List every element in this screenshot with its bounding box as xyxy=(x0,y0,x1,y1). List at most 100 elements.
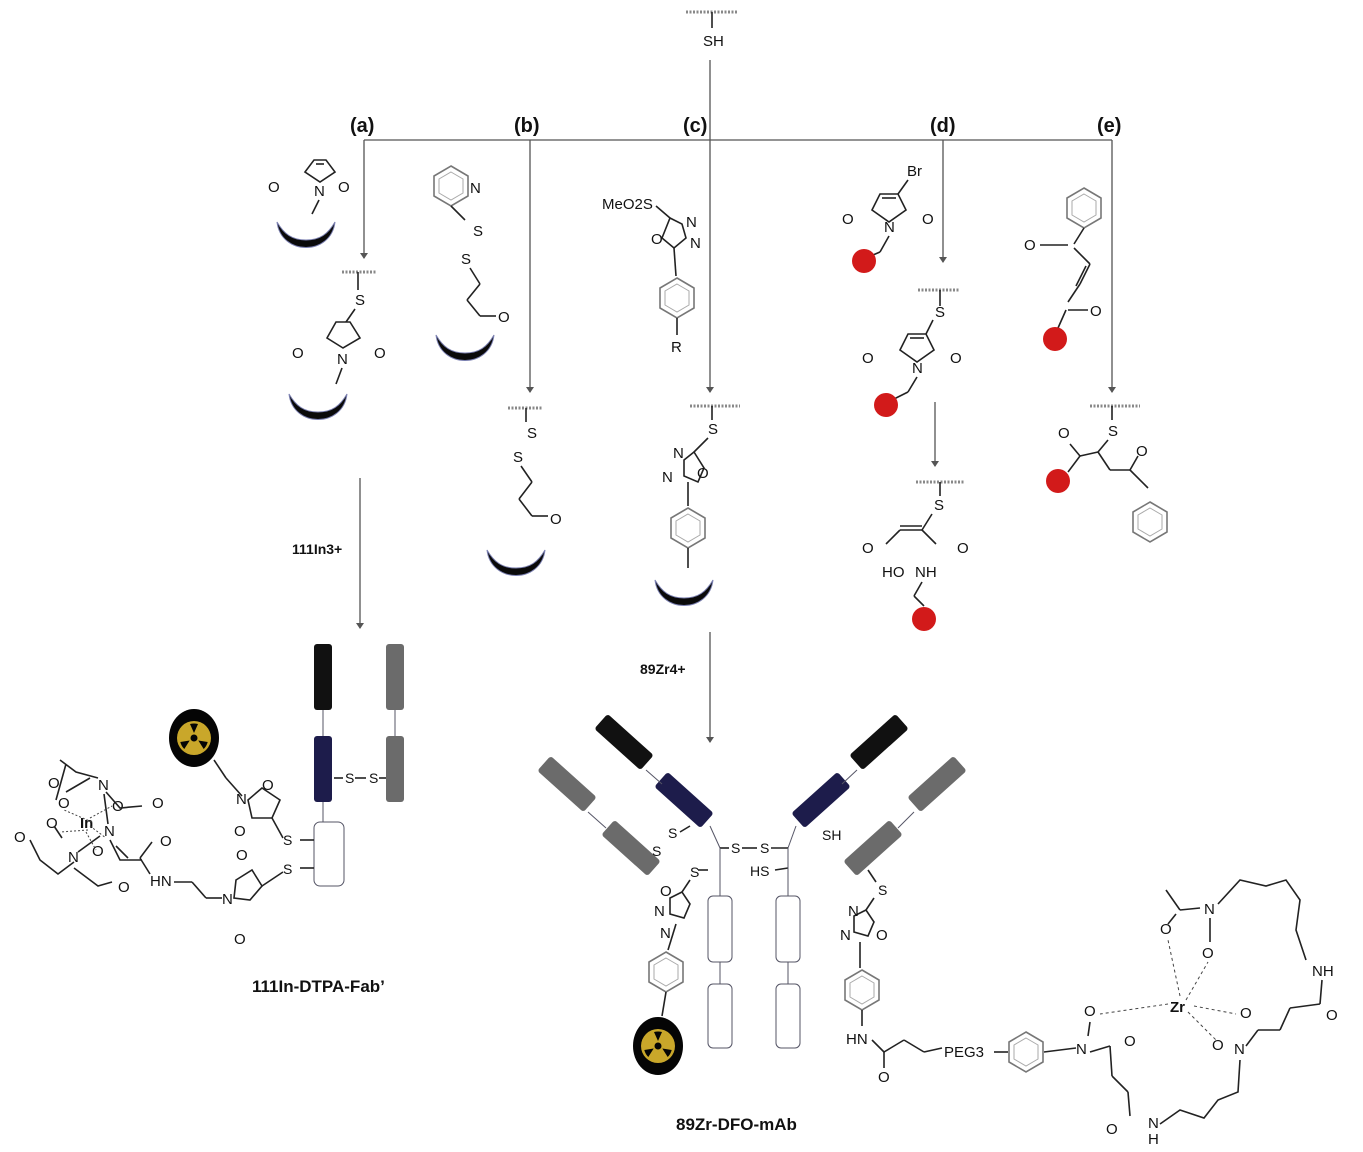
svg-text:O: O xyxy=(268,179,280,196)
fab-fragment-icon xyxy=(654,579,714,606)
svg-text:N: N xyxy=(673,445,684,462)
pathway-d-label: (d) xyxy=(930,115,956,137)
disulfide-adduct: S S O xyxy=(486,406,562,576)
svg-text:S: S xyxy=(690,864,699,880)
svg-text:HN: HN xyxy=(846,1031,868,1048)
svg-text:S: S xyxy=(731,840,740,856)
heavy-chain-constant-domain xyxy=(314,736,332,802)
fc-ch2-domain xyxy=(707,895,733,963)
svg-text:O: O xyxy=(338,179,350,196)
indium-ion-label: 111In3+ xyxy=(292,541,342,557)
svg-text:O: O xyxy=(862,540,874,557)
svg-text:O: O xyxy=(957,540,969,557)
pathway-e-label: (e) xyxy=(1097,115,1121,137)
svg-text:N: N xyxy=(848,903,859,920)
svg-text:O: O xyxy=(292,345,304,362)
svg-text:S: S xyxy=(878,882,887,898)
svg-text:N: N xyxy=(840,927,851,944)
peg-linker-label: PEG3 xyxy=(944,1044,984,1061)
payload-sphere xyxy=(912,607,936,631)
svg-text:N: N xyxy=(662,469,673,486)
svg-text:O: O xyxy=(374,345,386,362)
mab-product-label: 89Zr-DFO-mAb xyxy=(676,1115,797,1134)
svg-text:O: O xyxy=(234,931,246,948)
svg-text:S: S xyxy=(369,770,378,786)
svg-text:H: H xyxy=(1148,1131,1159,1148)
svg-text:O: O xyxy=(152,795,164,812)
svg-text:O: O xyxy=(48,775,60,792)
fc-ch3-domain xyxy=(707,983,733,1049)
svg-text:N: N xyxy=(1148,1115,1159,1132)
fab-fragment-icon xyxy=(288,393,348,420)
svg-text:N: N xyxy=(912,360,923,377)
svg-text:O: O xyxy=(58,795,70,812)
light-chain-constant-domain xyxy=(602,821,660,875)
svg-text:N: N xyxy=(68,849,79,866)
payload-sphere xyxy=(1043,327,1067,351)
heavy-chain-constant-domain xyxy=(655,773,713,827)
light-chain-variable-domain xyxy=(538,757,596,811)
svg-text:O: O xyxy=(1124,1033,1136,1050)
sulfonyl-label: MeO2S xyxy=(602,196,653,213)
svg-text:O: O xyxy=(262,777,274,794)
maleimide-reagent: O O N xyxy=(268,159,350,248)
hinge-fragment xyxy=(313,821,345,887)
svg-text:O: O xyxy=(550,511,562,528)
svg-text:S: S xyxy=(513,449,523,466)
svg-text:O: O xyxy=(498,309,510,326)
svg-text:O: O xyxy=(950,350,962,367)
zirconium-ion-label: 89Zr4+ xyxy=(640,661,686,677)
heavy-chain-variable-domain xyxy=(850,715,908,769)
svg-text:O: O xyxy=(876,927,888,944)
svg-text:N: N xyxy=(236,791,247,808)
svg-text:SH: SH xyxy=(822,827,841,843)
svg-text:O: O xyxy=(660,883,672,900)
svg-text:NH: NH xyxy=(1312,963,1334,980)
svg-text:N: N xyxy=(660,925,671,942)
pathway-c-label: (c) xyxy=(683,115,707,137)
svg-text:N: N xyxy=(104,823,115,840)
svg-text:N: N xyxy=(314,183,325,200)
oxadiazole-sulfone-reagent: MeO2S N N O R xyxy=(602,196,701,356)
svg-text:O: O xyxy=(1160,921,1172,938)
heavy-chain-variable-domain xyxy=(314,644,332,710)
svg-text:O: O xyxy=(1058,425,1070,442)
fab-fragment-icon xyxy=(276,221,336,248)
bromine-label: Br xyxy=(907,163,922,180)
light-chain-constant-domain xyxy=(844,821,902,875)
svg-text:O: O xyxy=(842,211,854,228)
svg-text:O: O xyxy=(92,843,104,860)
svg-text:O: O xyxy=(234,823,246,840)
light-chain-variable-domain xyxy=(908,757,966,811)
svg-text:O: O xyxy=(862,350,874,367)
svg-text:O: O xyxy=(1024,237,1036,254)
svg-text:N: N xyxy=(654,903,665,920)
svg-text:N: N xyxy=(686,214,697,231)
heavy-chain-constant-domain xyxy=(792,773,850,827)
oxadiazole-adduct: S N N O xyxy=(654,404,740,606)
svg-text:S: S xyxy=(283,861,292,877)
svg-text:O: O xyxy=(1240,1005,1252,1022)
svg-text:S: S xyxy=(527,425,537,442)
svg-text:N: N xyxy=(337,351,348,368)
svg-text:O: O xyxy=(1084,1003,1096,1020)
svg-text:S: S xyxy=(668,825,677,841)
svg-text:S: S xyxy=(935,304,945,321)
svg-text:O: O xyxy=(922,211,934,228)
zirconium-atom: Zr xyxy=(1170,999,1185,1016)
thiomaleimide-adduct: S O O N xyxy=(862,288,962,417)
svg-text:O: O xyxy=(651,231,663,248)
bromomaleimide-reagent: Br O O N xyxy=(842,163,934,273)
payload-sphere xyxy=(852,249,876,273)
svg-text:O: O xyxy=(1106,1121,1118,1138)
svg-text:O: O xyxy=(160,833,172,850)
svg-text:O: O xyxy=(1212,1037,1224,1054)
svg-text:NH: NH xyxy=(915,564,937,581)
svg-text:S: S xyxy=(355,292,365,309)
svg-text:O: O xyxy=(697,465,709,482)
svg-text:N: N xyxy=(1234,1041,1245,1058)
svg-text:S: S xyxy=(473,223,483,240)
light-chain-variable-domain xyxy=(386,644,404,710)
svg-text:O: O xyxy=(878,1069,890,1086)
